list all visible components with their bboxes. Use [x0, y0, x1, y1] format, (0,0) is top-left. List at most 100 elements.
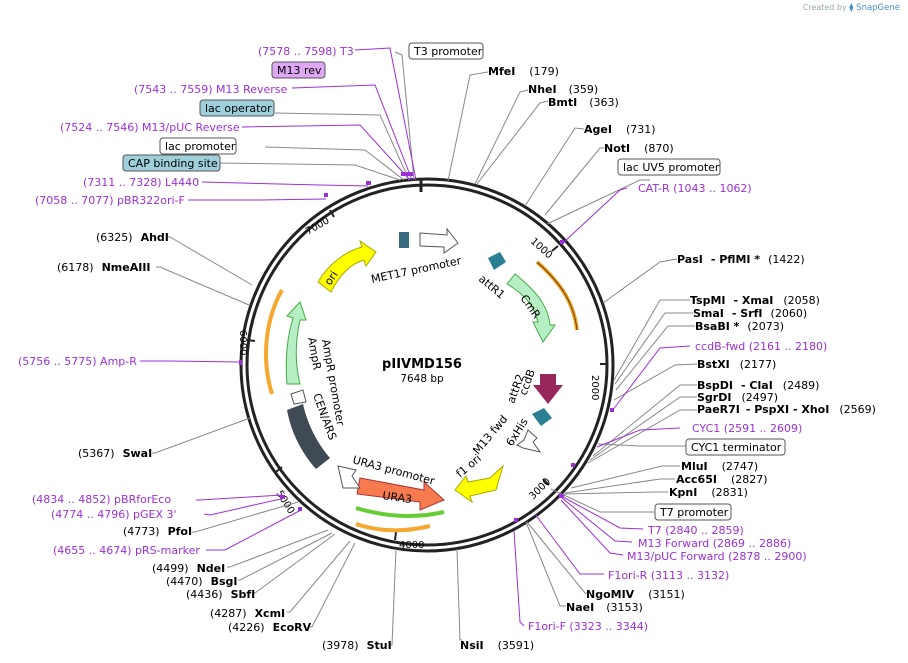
- enzyme-sgrdi-pos: (2497): [741, 391, 778, 404]
- attr1-arrow: [488, 252, 506, 270]
- enzyme-kpni-pos: (2831): [711, 486, 748, 499]
- svg-text:MfeI(179): MfeI(179): [488, 65, 559, 78]
- primer-m13-puc-reverse: (7524 .. 7546) M13/pUC Reverse: [60, 121, 240, 134]
- lac-block: [399, 232, 409, 248]
- tick-label-6000: 6000: [237, 330, 248, 355]
- svg-text:NheI(359): NheI(359): [528, 83, 598, 96]
- tick-3000: [542, 478, 550, 486]
- ura3-arrow: [356, 477, 445, 511]
- svg-text:PaeR7I- PspXI - XhoI(2569): PaeR7I- PspXI - XhoI(2569): [697, 403, 876, 416]
- svg-text:SgrDI(2497): SgrDI (2497): [697, 391, 778, 404]
- enzyme-paer7i-extra: - PspXI - XhoI: [746, 403, 829, 416]
- enzyme-bspdi-pos: (2489): [783, 379, 820, 392]
- enzyme-bsabi-pos: (2073): [747, 320, 784, 333]
- primer-m13-puc-forward: M13/pUC Forward (2878 .. 2900): [627, 550, 807, 563]
- svg-text:(6178)NmeAIII: (6178)NmeAIII: [57, 261, 151, 274]
- box-t7-promoter: [654, 503, 732, 521]
- primer-connectors: [140, 47, 691, 627]
- credit-text: Created by: [802, 3, 847, 12]
- svg-text:(4773)PfoI: (4773)PfoI: [123, 525, 192, 538]
- tick-4000: [394, 531, 397, 541]
- ura3-promoter-arrow: [337, 465, 361, 489]
- enzyme-pasi-extra: - PflMI *: [711, 253, 760, 266]
- enzyme-stui-pos: (3978): [322, 639, 359, 652]
- enzyme-noti-pos: (870): [644, 142, 674, 155]
- enzyme-ahdi-pos: (6325): [96, 231, 133, 244]
- svg-text:(4287)XcmI: (4287)XcmI: [210, 607, 285, 620]
- enzyme-mlui-pos: (2747): [722, 460, 759, 473]
- primer-t3: (7578 .. 7598) T3: [258, 45, 354, 58]
- enzyme-ndei: NdeI: [197, 562, 226, 575]
- enzyme-pfoi: PfoI: [168, 525, 193, 538]
- met17-promoter-arrow: [419, 227, 459, 254]
- enzyme-acc65i: Acc65I: [676, 473, 717, 486]
- snapgene-credit: Created by ⧫ SnapGene: [803, 3, 900, 13]
- svg-text:(6325)AhdI: (6325) AhdI: [96, 231, 169, 244]
- plasmid-size: 7648 bp: [400, 373, 444, 385]
- svg-text:TspMI- XmaI(2058): TspMI- XmaI(2058): [690, 294, 820, 307]
- svg-text:BstXI(2177): BstXI (2177): [697, 358, 776, 371]
- svg-text:NsiI(3591): NsiI(3591): [460, 639, 534, 652]
- enzyme-ecorv: EcoRV: [273, 621, 312, 634]
- label-t7-promoter: T7 promoter: [659, 506, 729, 519]
- enzyme-bsgi-pos: (4470): [166, 575, 203, 588]
- enzyme-ecorv-pos: (4226): [228, 621, 265, 634]
- enzyme-sbfi: SbfI: [231, 588, 256, 601]
- svg-text:BsaBI *(2073): BsaBI *(2073): [695, 320, 784, 333]
- tick-7000: [329, 209, 335, 218]
- enzyme-pasi: PasI: [677, 253, 703, 266]
- enzyme-bstxi-pos: (2177): [740, 358, 777, 371]
- svg-text:(4436)SbfI: (4436)SbfI: [186, 588, 255, 601]
- primer-cat-r: CAT-R (1043 .. 1062): [638, 182, 752, 195]
- tick-marks: [246, 209, 608, 541]
- tick-5000: [275, 466, 283, 473]
- label-met17-promoter: MET17 promoter: [370, 254, 463, 286]
- enzyme-swai: SwaI: [123, 447, 153, 460]
- enzyme-bstxi: BstXI: [697, 358, 730, 371]
- label-lac-operator: lac operator: [205, 102, 272, 115]
- box-lac-operator: [199, 99, 275, 117]
- box-cap-binding-site: [122, 154, 221, 172]
- label-lac-uv5-promoter: lac UV5 promoter: [623, 161, 720, 174]
- inner-features: [264, 227, 579, 533]
- primer-amp-r: (5756 .. 5775) Amp-R: [18, 355, 137, 368]
- enzyme-agei: AgeI: [584, 123, 612, 136]
- cmr-arrow: [506, 273, 556, 343]
- enzyme-kpni: KpnI: [669, 486, 697, 499]
- enzyme-pasi-pos: (1422): [768, 253, 805, 266]
- enzyme-nhei-pos: (359): [569, 83, 599, 96]
- tick-label-1000: 1000: [528, 236, 554, 261]
- svg-text:PasI- PflMI *(1422): PasI - PflMI * (1422): [677, 253, 805, 266]
- tick-1000: [551, 245, 559, 252]
- enzyme-mlui: MluI: [681, 460, 708, 473]
- enzyme-nmeaiii: NmeAIII: [102, 261, 151, 274]
- primer-t7: T7 (2840 .. 2859): [647, 524, 744, 537]
- ccdb-arrow: [533, 374, 563, 404]
- primer-prs-marker: (4655 .. 4674) pRS-marker: [53, 544, 200, 557]
- svg-text:SmaI- SrfI(2060): SmaI- SrfI(2060): [693, 307, 807, 320]
- snapgene-logo: ⧫ SnapGene: [849, 3, 900, 13]
- tick-label-7000: 7000: [304, 215, 332, 237]
- tick-label-4000: 4000: [399, 540, 424, 551]
- enzyme-mfei-pos: (179): [529, 65, 559, 78]
- enzyme-ahdi: AhdI: [141, 231, 169, 244]
- primer-pgex-3: (4774 .. 4796) pGEX 3': [51, 508, 177, 521]
- enzyme-smai-pos: (2060): [771, 307, 808, 320]
- label-attr1: attR1: [476, 272, 507, 301]
- svg-text:(4499)NdeI: (4499)NdeI: [152, 562, 225, 575]
- label-cap-binding-site: CAP binding site: [128, 157, 218, 170]
- enzyme-stui: StuI: [367, 639, 392, 652]
- primer-f1ori-r: F1ori-R (3113 .. 3132): [608, 569, 729, 582]
- box-lac-uv5-promoter: [617, 158, 721, 176]
- enzyme-sgrdi: SgrDI: [697, 391, 731, 404]
- svg-text:KpnI(2831): KpnI (2831): [669, 486, 748, 499]
- boxed-features: T3 promoter M13 rev lac operator lac pro…: [122, 42, 786, 521]
- plasmid-name: pIIVMD156: [382, 357, 462, 372]
- enzyme-paer7i: PaeR7I: [697, 403, 740, 416]
- svg-text:(3978)StuI: (3978) StuI: [322, 639, 392, 652]
- primer-pbr322ori-f: (7058 .. 7077) pBR322ori-F: [35, 194, 185, 207]
- svg-text:NaeI(3153): NaeI(3153): [566, 601, 643, 614]
- primer-f1ori-f: F1ori-F (3323 .. 3344): [528, 620, 648, 633]
